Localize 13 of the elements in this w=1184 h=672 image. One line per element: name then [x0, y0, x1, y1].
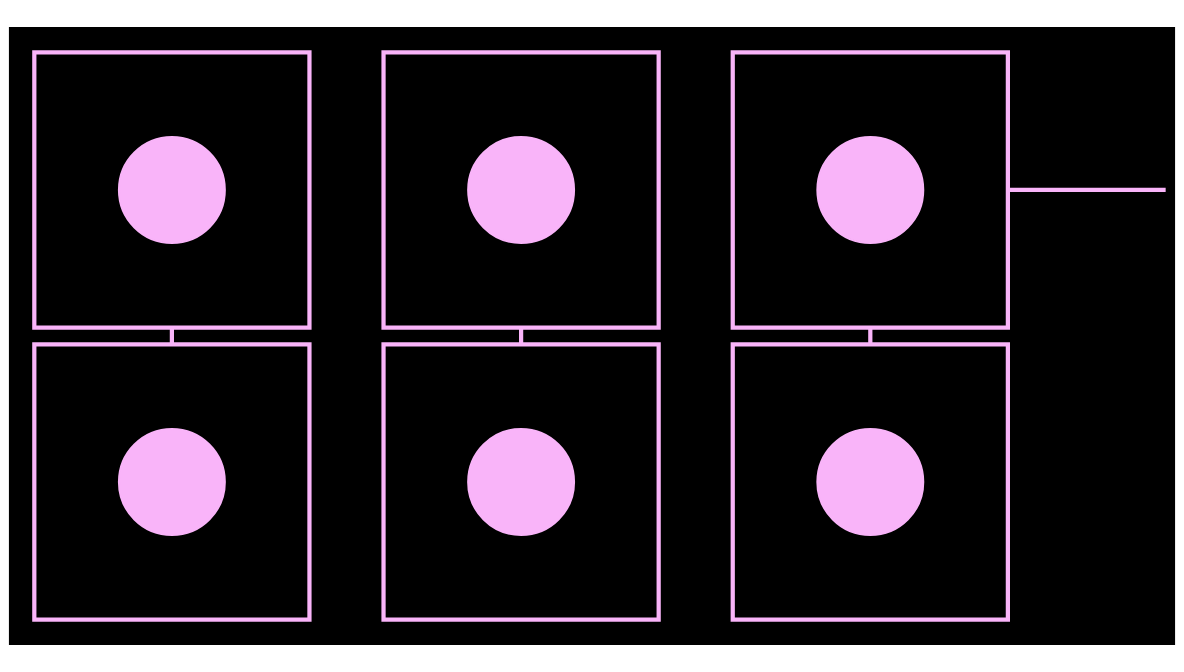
cluster: [32, 50, 312, 330]
node-circle: [467, 428, 576, 536]
connector: [1007, 187, 1166, 193]
cluster: [32, 342, 312, 622]
node-circle: [816, 136, 925, 244]
node-circle: [117, 428, 226, 536]
cluster: [381, 342, 661, 622]
cluster: [730, 342, 1010, 622]
node-circle: [467, 136, 576, 244]
cluster: [730, 50, 1010, 330]
node-circle: [816, 428, 925, 536]
cluster: [381, 50, 661, 330]
node-circle: [117, 136, 226, 244]
